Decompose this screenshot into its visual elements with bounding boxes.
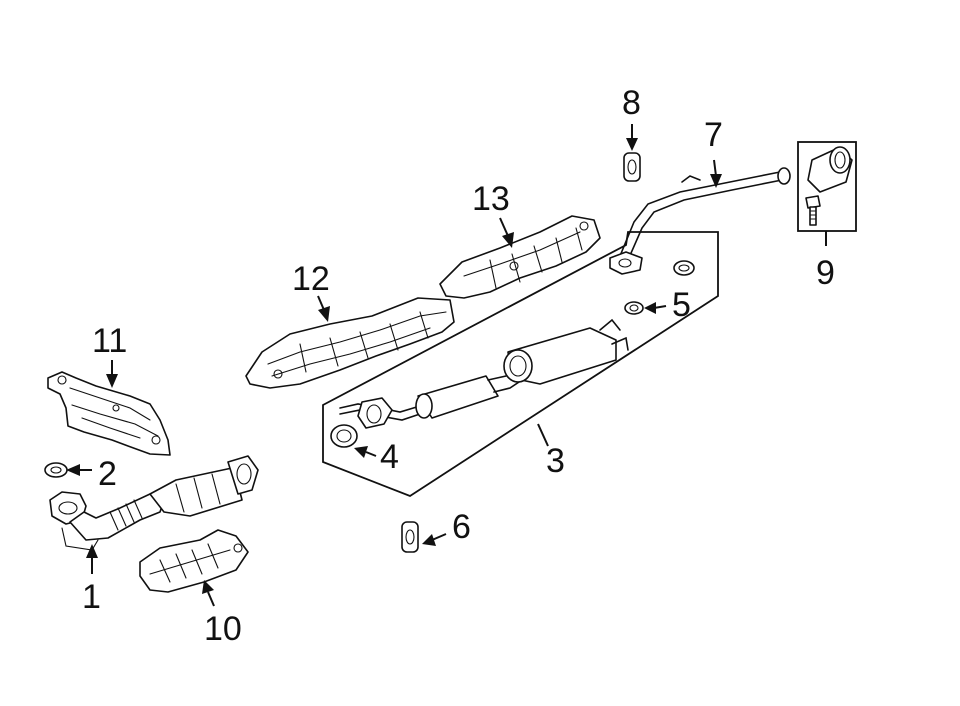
callout-11: 11 — [92, 322, 127, 360]
leader-lines — [66, 124, 827, 607]
callout-7: 7 — [704, 116, 723, 154]
callout-6: 6 — [452, 508, 471, 546]
rubber-hanger-upper[interactable] — [623, 152, 641, 182]
callout-10: 10 — [204, 610, 242, 648]
front-exhaust-pipe[interactable] — [49, 455, 259, 551]
callout-8: 8 — [622, 84, 641, 122]
callout-9: 9 — [816, 254, 835, 292]
muffler-pipe-assembly[interactable] — [339, 318, 629, 429]
gasket-small[interactable] — [44, 462, 68, 478]
callout-3: 3 — [546, 442, 565, 480]
rubber-mount-inner[interactable] — [673, 260, 695, 276]
muffler-assembly-group-box — [322, 231, 719, 498]
converter-heat-shield[interactable] — [139, 529, 249, 593]
callout-4: 4 — [380, 438, 399, 476]
tail-pipe-finisher[interactable] — [807, 146, 853, 193]
callout-12: 12 — [292, 260, 330, 298]
front-heat-shield[interactable] — [47, 371, 171, 456]
callout-2: 2 — [98, 455, 117, 493]
callout-13: 13 — [472, 180, 510, 218]
rubber-hanger-lower[interactable] — [401, 521, 419, 553]
callout-5: 5 — [672, 286, 691, 324]
center-heat-shield[interactable] — [245, 297, 455, 389]
callout-1: 1 — [82, 578, 101, 616]
gasket-ring[interactable] — [330, 424, 358, 448]
rear-heat-shield[interactable] — [439, 215, 601, 299]
gasket-rear[interactable] — [624, 301, 644, 315]
finisher-bolt[interactable] — [805, 195, 821, 226]
tail-pipe[interactable] — [609, 167, 791, 275]
